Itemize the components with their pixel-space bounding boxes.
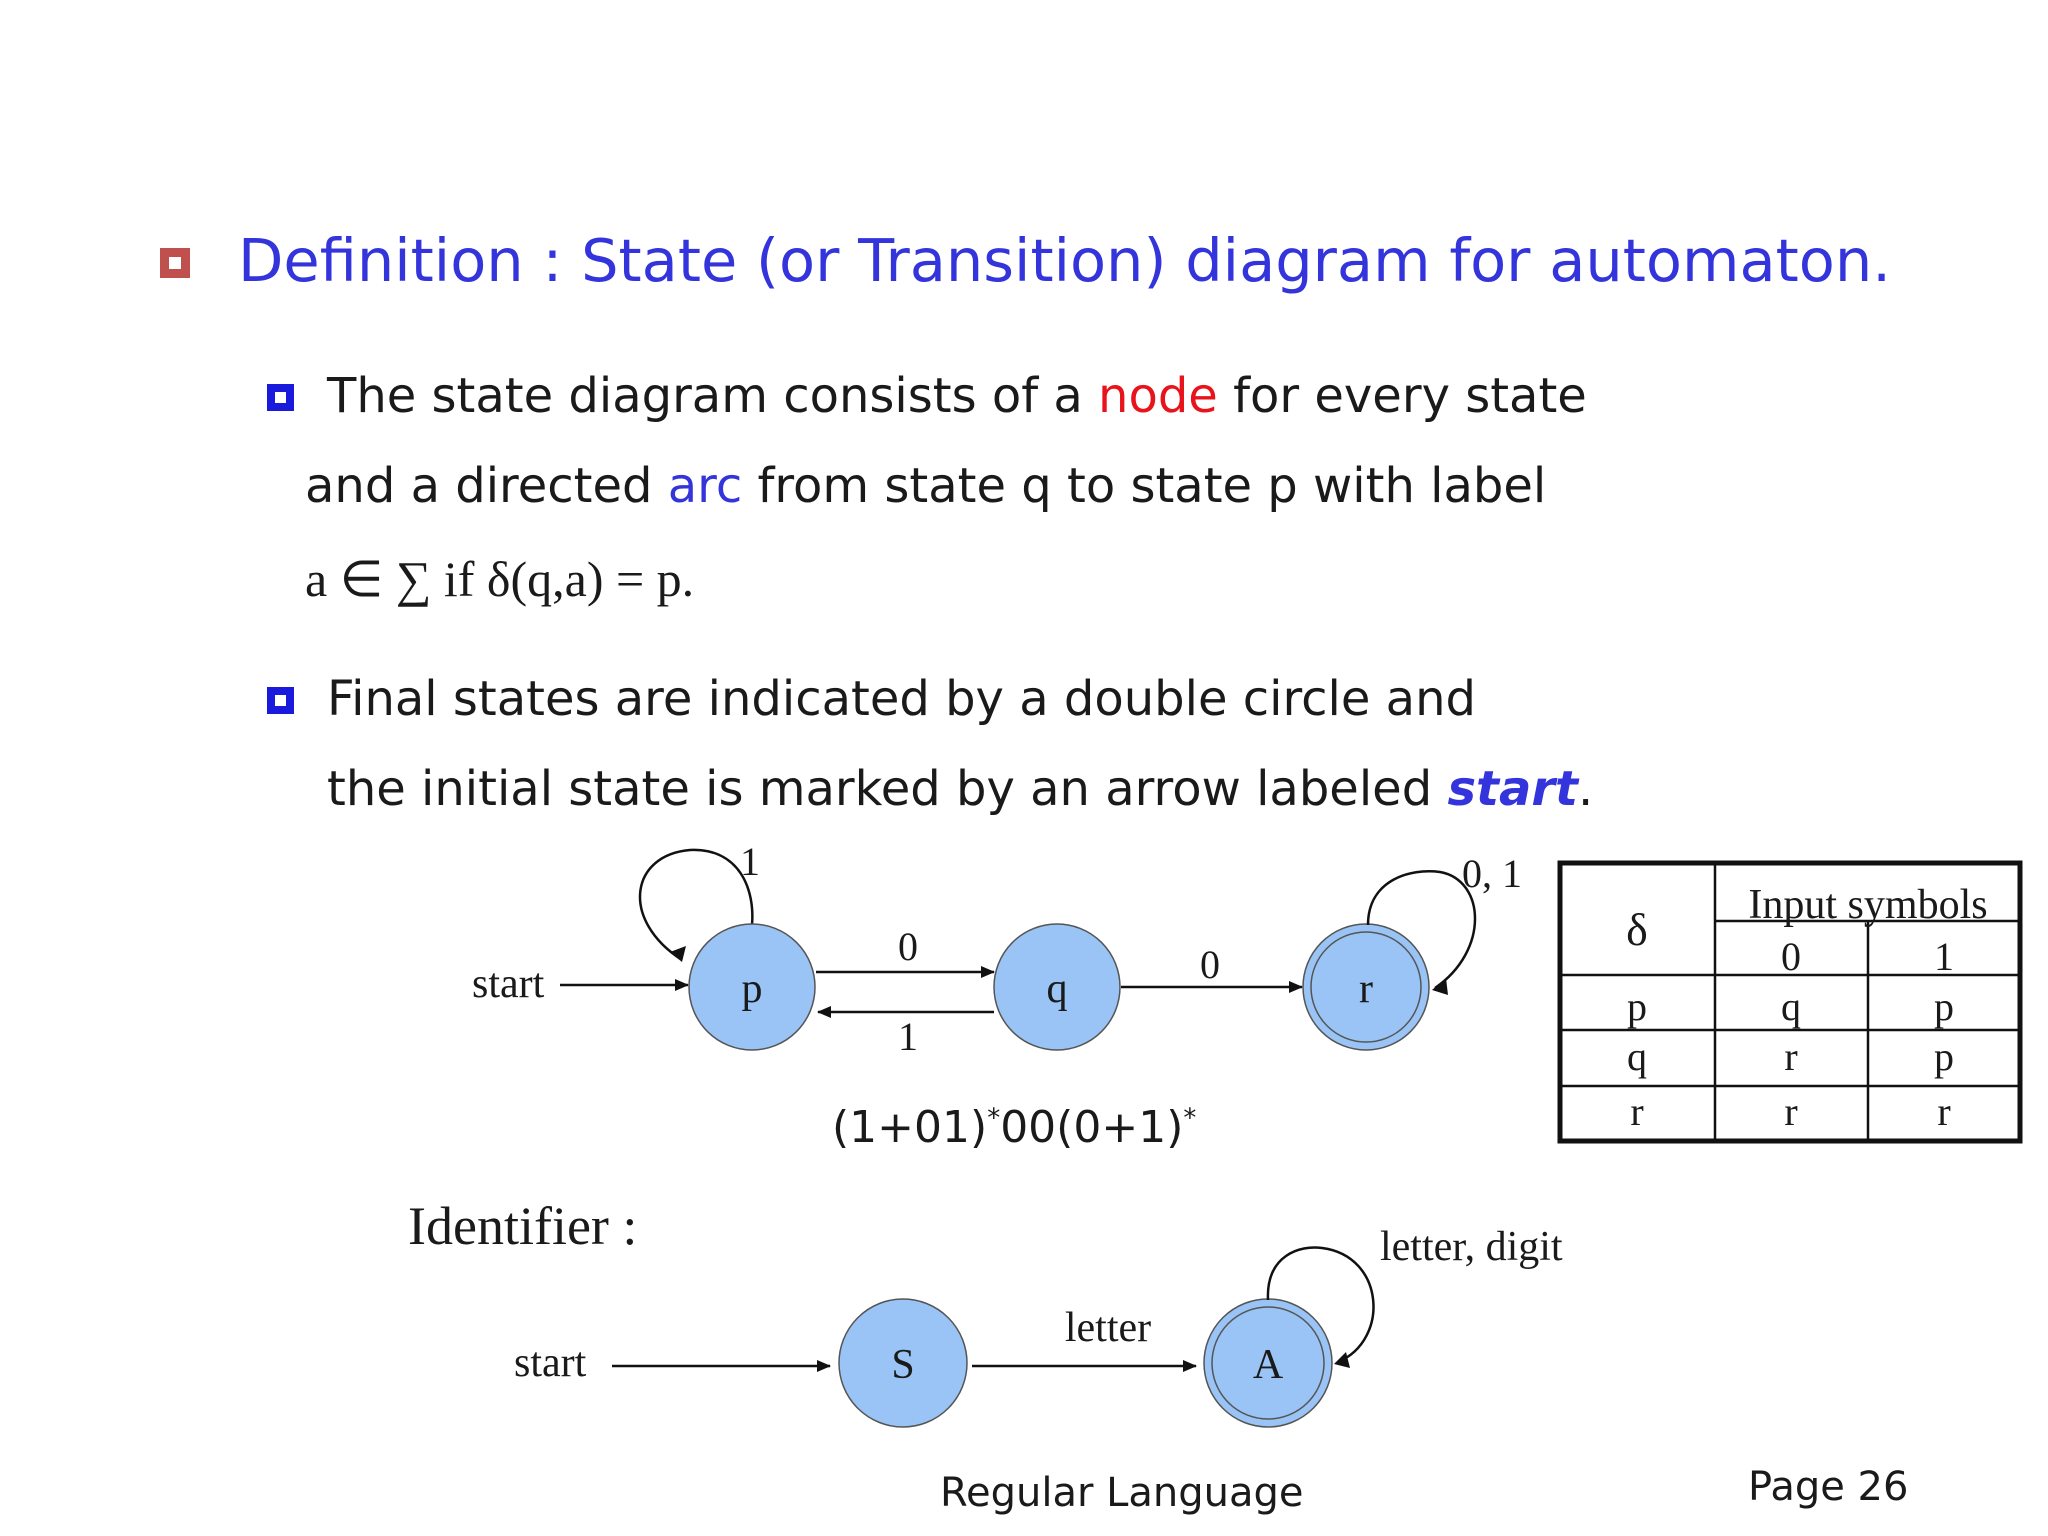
bullet-square-icon — [267, 384, 294, 411]
state-r-inner — [1310, 931, 1422, 1043]
transition-table: δ Input symbols 0 1 p q p q r p r r r — [1557, 860, 2023, 1144]
bullet1-text-a: The state diagram consists of a — [327, 368, 1099, 424]
bullet1-line2: and a directed arc from state q to state… — [305, 458, 1546, 516]
table-input-header: Input symbols — [1748, 882, 1987, 928]
regex-star-1: * — [987, 1103, 1001, 1134]
table-cell: q — [1781, 984, 1801, 1029]
table-cell: r — [1784, 1089, 1797, 1134]
d1-edge-p-q-label: 0 — [898, 924, 918, 969]
state-A-label: A — [1253, 1342, 1284, 1388]
state-S — [838, 1298, 968, 1428]
table-row-state: q — [1627, 1034, 1647, 1079]
d1-p-self-loop — [638, 848, 754, 962]
state-q — [993, 923, 1121, 1051]
keyword-arc: arc — [667, 458, 743, 514]
d1-r-self-label: 0, 1 — [1462, 851, 1522, 896]
bullet1-text-b: for every state — [1217, 368, 1587, 424]
bullet2-line1: Final states are indicated by a double c… — [327, 671, 1476, 727]
d1-p-self-label: 1 — [740, 839, 760, 884]
page-number: Page 26 — [1748, 1464, 1909, 1510]
table-cell: p — [1934, 1034, 1954, 1079]
bullet2-period: . — [1577, 761, 1594, 817]
regex-star-2: * — [1183, 1103, 1197, 1134]
d2-A-self-loop — [1266, 1246, 1375, 1364]
state-p-label: p — [742, 966, 763, 1012]
table-row-state: r — [1630, 1089, 1643, 1134]
state-r-label: r — [1359, 966, 1373, 1012]
state-p — [688, 923, 816, 1051]
table-symbol-1: 1 — [1934, 934, 1954, 979]
bullet1-line2-text-a: and a directed — [305, 458, 668, 514]
table-border — [1557, 860, 2023, 1144]
d1-p-self-loop-head — [670, 946, 686, 962]
bullet-square-icon — [267, 687, 294, 714]
table-cell: r — [1937, 1089, 1950, 1134]
d2-title: Identifier : — [408, 1196, 637, 1256]
d2-start-label: start — [514, 1340, 587, 1386]
bullet2-line2: the initial state is marked by an arrow … — [327, 761, 1593, 819]
table-row-state: p — [1627, 984, 1647, 1029]
table-cell: r — [1784, 1034, 1797, 1079]
state-A-inner — [1211, 1306, 1325, 1420]
bullet1-line1: The state diagram consists of a node for… — [327, 368, 1587, 426]
d2-A-self-label: letter, digit — [1380, 1224, 1563, 1270]
table-delta: δ — [1626, 904, 1648, 955]
d1-r-self-loop-head — [1432, 978, 1448, 995]
state-q-label: q — [1047, 966, 1068, 1012]
table-cell: p — [1934, 984, 1954, 1029]
state-S-label: S — [891, 1342, 914, 1388]
bullet1-math-line: a ∈ ∑ if δ(q,a) = p. — [305, 551, 695, 607]
keyword-start: start — [1447, 761, 1578, 817]
regex-expression: (1+01)*00(0+1)* — [832, 1102, 1196, 1153]
footer-title: Regular Language — [940, 1470, 1304, 1516]
d2-A-self-loop-head — [1334, 1352, 1350, 1368]
d1-r-self-loop — [1366, 870, 1477, 990]
heading-bullet-icon — [160, 248, 190, 278]
bullet2-line2-text: the initial state is marked by an arrow … — [327, 761, 1448, 817]
page-title: Definition : State (or Transition) diagr… — [238, 226, 1891, 295]
d2-edge-S-A-label: letter — [1065, 1305, 1151, 1351]
regex-part-1: (1+01) — [832, 1102, 988, 1153]
d1-edge-q-p-label: 1 — [898, 1014, 918, 1059]
regex-part-2: 00(0+1) — [1000, 1102, 1184, 1153]
bullet1-line2-text-b: from state q to state p with label — [742, 458, 1547, 514]
d1-start-label: start — [472, 961, 545, 1007]
d1-edge-q-r-label: 0 — [1200, 942, 1220, 987]
keyword-node: node — [1098, 368, 1218, 424]
table-symbol-0: 0 — [1781, 934, 1801, 979]
